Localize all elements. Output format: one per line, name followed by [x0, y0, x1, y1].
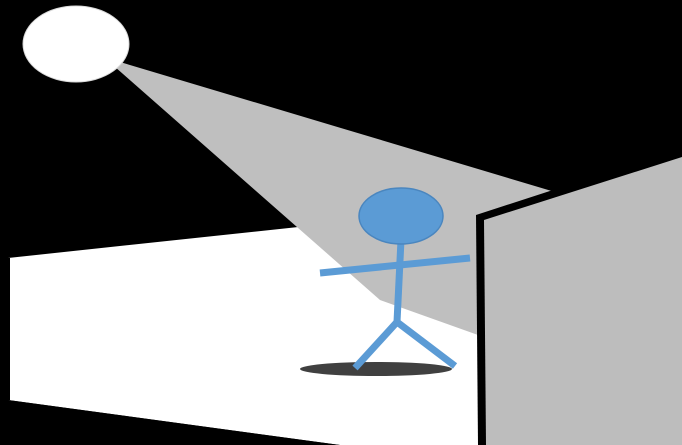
- light-source: [22, 5, 130, 83]
- figure-left-leg: [352, 319, 400, 371]
- figure-torso: [393, 239, 405, 323]
- ground-shadow: [300, 362, 452, 376]
- figure-right-leg: [394, 319, 458, 369]
- figure-arms: [319, 254, 471, 277]
- stick-figure: [319, 187, 471, 371]
- dark-foreground: [0, 400, 340, 445]
- figure-head: [358, 187, 444, 245]
- wall: [484, 157, 682, 445]
